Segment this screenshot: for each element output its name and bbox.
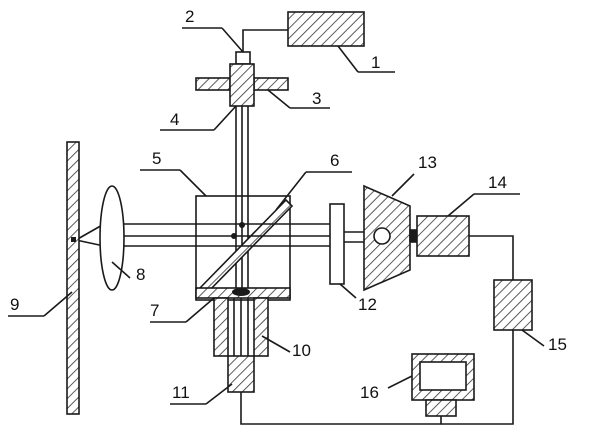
cable-11-to-16 [240,392,442,425]
label-1: 1 [371,53,380,72]
label-14: 14 [488,173,507,192]
component-8-lens [99,185,125,291]
focus-point-marker [232,288,250,296]
label-6: 6 [330,151,339,170]
component-9-plate [66,141,80,415]
label-16: 16 [360,383,379,402]
component-2-connector [235,51,251,65]
label-7: 7 [150,301,159,320]
label-10: 10 [292,341,311,360]
leader-11 [205,383,233,405]
leader-2 [221,27,244,53]
leader-5 [179,169,207,197]
label-9: 9 [10,295,19,314]
splitter-point-2 [231,233,237,239]
component-10-tube-left [213,297,229,357]
label-12: 12 [358,295,377,314]
leader-16 [387,375,413,389]
leader-1 [337,45,359,73]
leader-15 [521,329,545,347]
component-15-controller [493,279,533,331]
component-14-camera [416,215,470,257]
leader-7 [185,297,215,323]
component-1-light-source [287,11,365,47]
leader-12 [339,283,357,299]
component-3-plate-left [195,77,231,91]
target-marker [71,237,76,242]
leader-4 [213,105,237,131]
component-16-screen [419,361,467,391]
cable-14-to-15 [469,235,514,280]
label-5: 5 [152,149,161,168]
label-4: 4 [170,110,179,129]
label-2: 2 [185,7,194,26]
label-13: 13 [418,153,437,172]
component-4-collimator [229,63,255,107]
label-15: 15 [548,335,567,354]
component-10-tube-right [253,297,269,357]
component-3-plate-right [253,77,289,91]
fiber-1-to-2 [242,29,288,52]
leader-9 [43,291,73,317]
leader-8 [111,261,131,279]
focus-cone-top [75,223,105,241]
label-11: 11 [172,383,190,402]
leader-13 [391,173,415,197]
leader-10 [261,335,291,353]
label-3: 3 [312,89,321,108]
splitter-point-1 [239,222,245,228]
cable-16-to-15 [441,330,514,425]
label-8: 8 [136,265,145,284]
leader-14 [447,193,475,217]
leader-3 [267,89,291,109]
component-13-aperture [373,227,391,245]
component-14-lens-mount [409,229,418,243]
component-11-detector [227,355,255,393]
component-16-stand [425,399,457,417]
leader-6 [275,171,307,211]
component-12-filter [329,203,345,285]
